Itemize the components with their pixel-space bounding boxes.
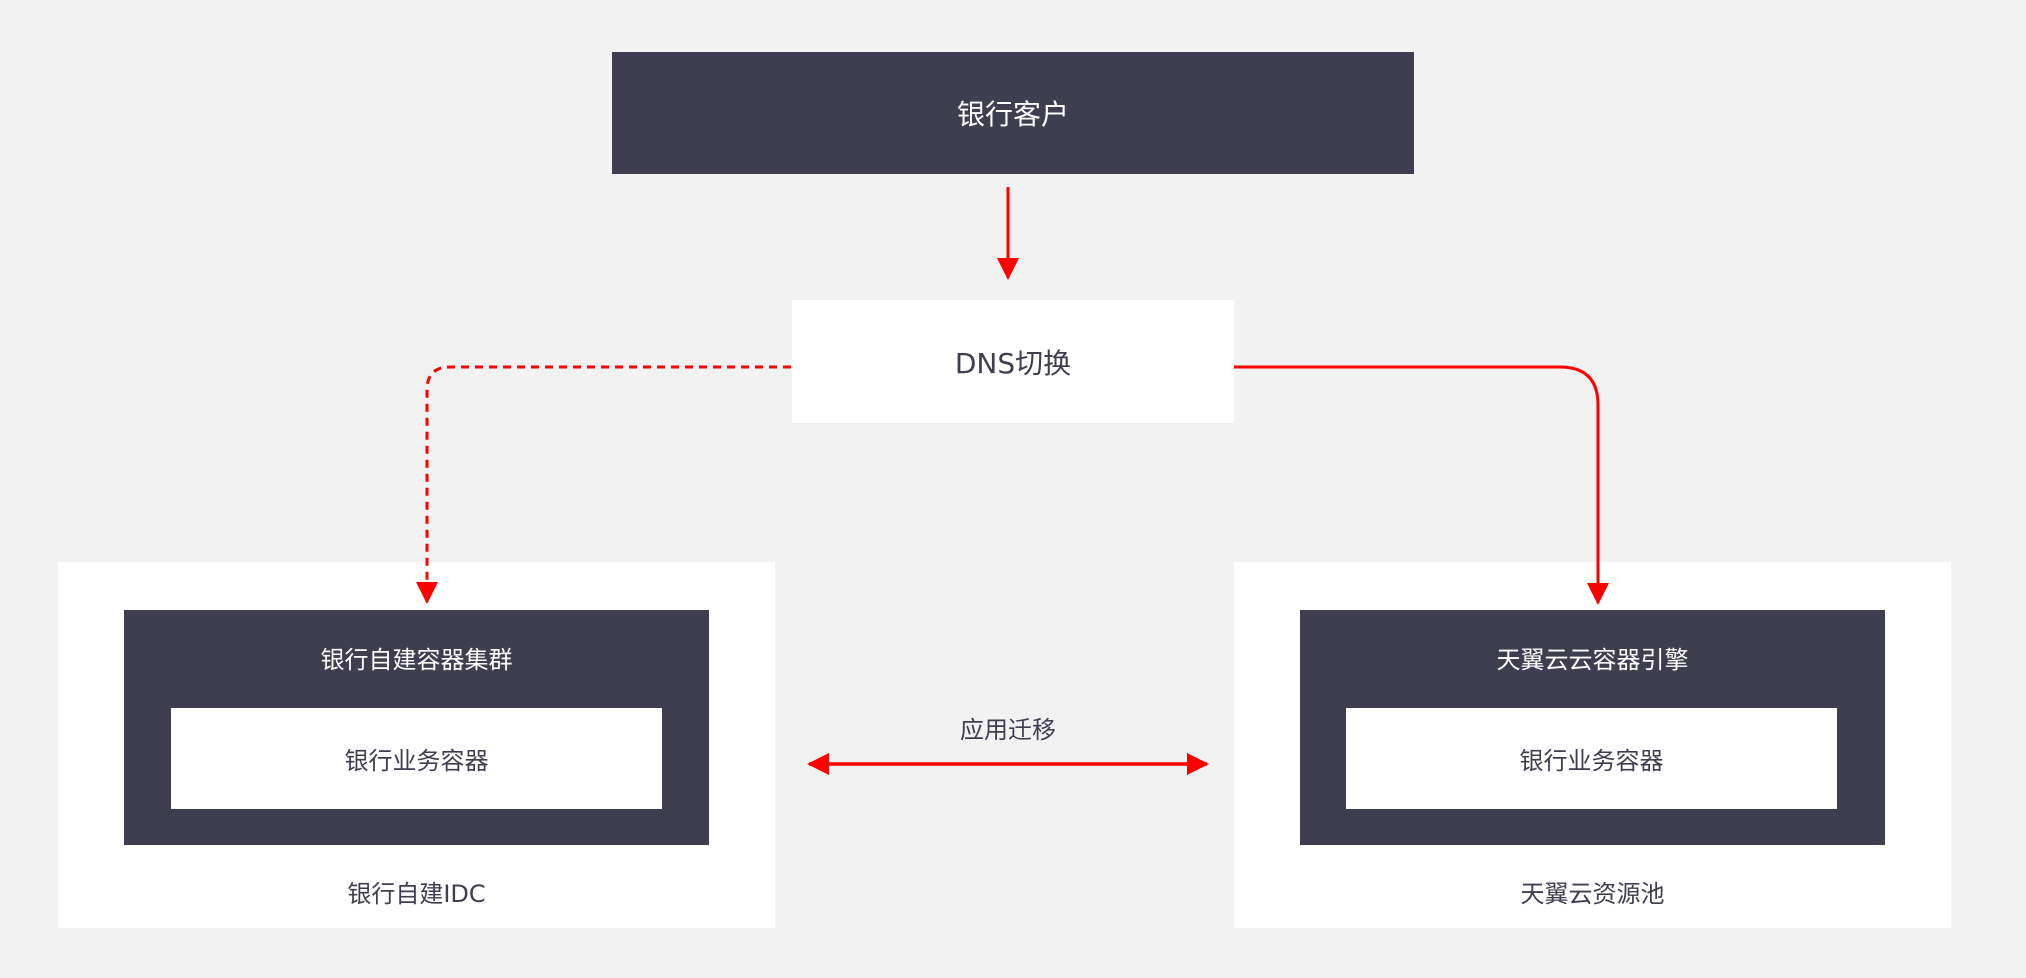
bank-client-label: 银行客户 [956, 98, 1069, 131]
bank-business-container: 银行业务容器 [171, 708, 662, 809]
dns-switch-node: DNS切换 [792, 300, 1234, 423]
tianyi-business-container: 银行业务容器 [1346, 708, 1837, 809]
dns-to-bank-idc-dashed-arrow [416, 365, 791, 604]
tianyi-engine-label: 天翼云云容器引擎 [1496, 646, 1689, 674]
bank-cluster-label: 银行自建容器集群 [320, 646, 513, 674]
dns-to-tianyi-arrow [1234, 365, 1609, 605]
tianyi-container-engine: 天翼云云容器引擎 银行业务容器 [1300, 610, 1885, 845]
bank-idc-zone: 银行自建容器集群 银行业务容器 银行自建IDC [58, 562, 775, 928]
bank-client-node: 银行客户 [612, 52, 1414, 174]
bank-idc-label: 银行自建IDC [347, 880, 486, 908]
tianyi-resource-pool-zone: 天翼云云容器引擎 银行业务容器 天翼云资源池 [1234, 562, 1951, 928]
bank-container-cluster: 银行自建容器集群 银行业务容器 [124, 610, 709, 845]
tianyi-business-container-label: 银行业务容器 [1519, 747, 1664, 775]
bank-business-container-label: 银行业务容器 [344, 747, 489, 775]
migration-label: 应用迁移 [960, 716, 1056, 744]
tianyi-resource-pool-label: 天翼云资源池 [1520, 880, 1665, 908]
dns-switch-label: DNS切换 [954, 346, 1072, 380]
